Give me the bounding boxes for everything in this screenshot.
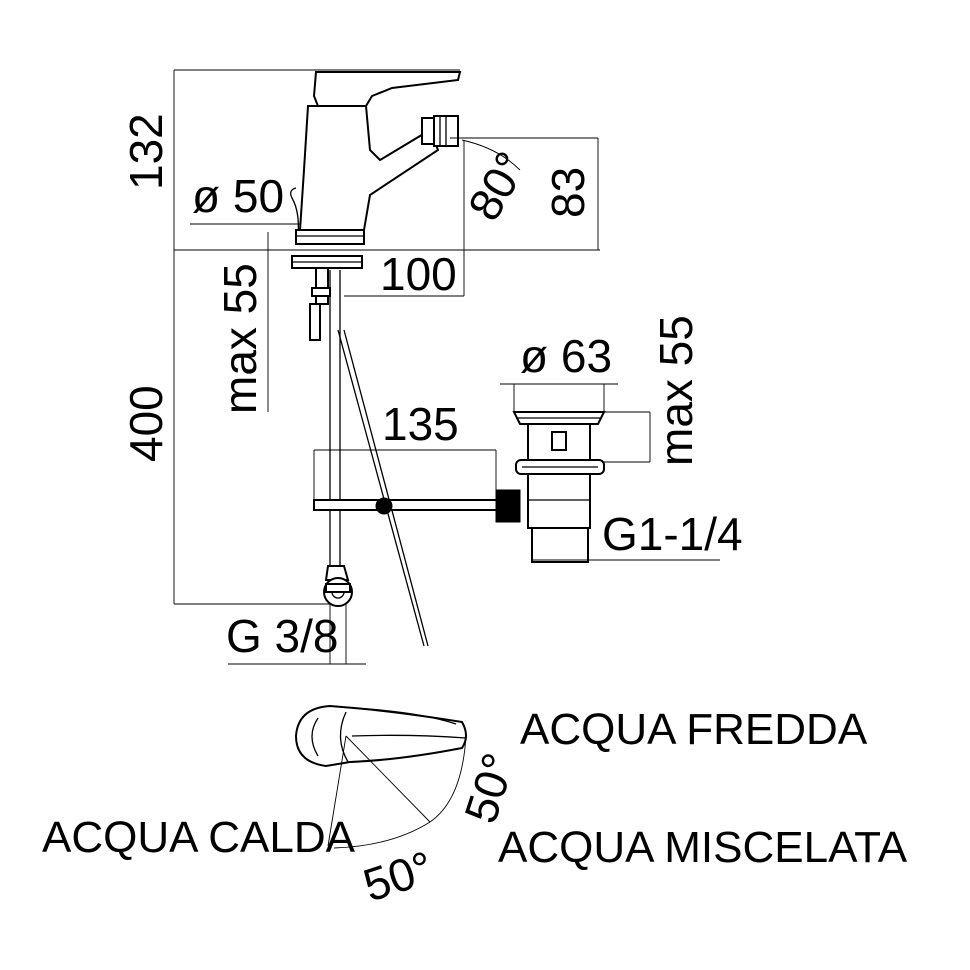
label-waste-thread: G1-1/4 (602, 508, 743, 560)
label-base-diameter: ø 50 (192, 170, 284, 222)
waste-assembly (512, 411, 606, 563)
linkage-rod (313, 499, 501, 511)
threaded-stud (315, 267, 329, 305)
lever-handle (312, 71, 462, 107)
label-cold-water: ACQUA FREDDA (520, 705, 868, 754)
waste-body (527, 423, 591, 461)
stud-end (309, 303, 321, 341)
label-spout-height: 83 (542, 167, 594, 218)
pivot-nut (495, 489, 521, 523)
label-spout-angle: 80° (458, 143, 538, 229)
label-waste-max: max 55 (650, 315, 702, 466)
label-angle-bottom: 50° (357, 841, 439, 912)
angle-arc-right (429, 735, 467, 823)
label-total-height: 132 (120, 113, 172, 190)
base-ring (295, 229, 365, 245)
waste-thread (527, 473, 591, 529)
label-pipe-length: 400 (120, 385, 172, 462)
pull-rod (337, 329, 425, 647)
label-hot-water: ACQUA CALDA (42, 813, 356, 862)
dimension-labels: 132 ø 50 80° 83 max 55 100 400 135 ø 63 … (120, 113, 743, 662)
hot-direction-line (327, 735, 347, 847)
faucet-side-view (290, 71, 521, 647)
angle-arc-bottom (333, 821, 431, 849)
label-inlet-thread: G 3/8 (226, 610, 339, 662)
label-waste-diameter: ø 63 (520, 330, 612, 382)
pivot-ball (375, 497, 393, 515)
waste-tail (531, 527, 589, 563)
lever-labels: ACQUA FREDDA ACQUA CALDA ACQUA MISCELATA… (42, 705, 908, 912)
label-mixed-water: ACQUA MISCELATA (498, 823, 908, 872)
lever-top-view (294, 704, 467, 849)
pull-rod-cable (290, 187, 300, 237)
dimension-lines (173, 69, 720, 665)
faucet-body (298, 105, 440, 231)
mixed-direction-line (345, 735, 431, 823)
label-mount-max: max 55 (214, 263, 266, 414)
aerator-nut (421, 117, 435, 145)
label-spout-reach: 100 (380, 248, 457, 300)
inlet-nut (324, 565, 350, 581)
label-rod-length: 135 (382, 398, 459, 450)
label-angle-right: 50° (454, 747, 525, 829)
